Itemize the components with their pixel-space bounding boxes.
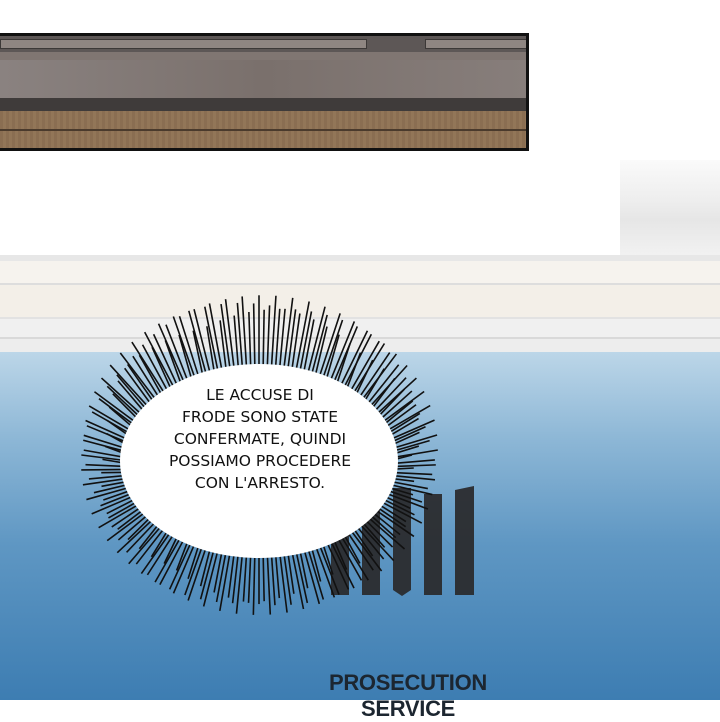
burst-ray <box>242 296 247 371</box>
burst-ray <box>253 551 255 615</box>
bubble-line: LE ACCUSE DI <box>150 384 370 406</box>
speech-bubble-burst <box>0 0 720 700</box>
speech-bubble-text: LE ACCUSE DI FRODE SONO STATE CONFERMATE… <box>150 384 370 494</box>
burst-ray <box>279 550 287 613</box>
burst-ray <box>275 550 279 598</box>
burst-ray <box>275 309 279 372</box>
burst-ray <box>263 310 264 371</box>
burst-ray <box>243 551 246 602</box>
burst-ray <box>249 551 251 603</box>
burst-ray <box>271 551 275 606</box>
burst-ray <box>101 378 145 418</box>
burst-ray <box>271 296 276 372</box>
burst-ray <box>267 551 270 615</box>
burst-ray <box>254 303 255 371</box>
burst-ray <box>249 312 251 371</box>
burst-ray <box>234 316 239 373</box>
burst-ray <box>287 309 295 373</box>
burst-ray <box>263 551 264 601</box>
burst-ray <box>267 305 269 371</box>
bubble-line: CONFERMATE, QUINDI <box>150 428 370 450</box>
bubble-line: CON L'ARRESTO. <box>150 472 370 494</box>
bubble-line: FRODE SONO STATE <box>150 406 370 428</box>
burst-ray <box>291 313 300 373</box>
burst-ray <box>318 541 339 594</box>
burst-ray <box>322 320 343 382</box>
bubble-line: POSSIAMO PROCEDERE <box>150 450 370 472</box>
burst-ray <box>226 299 235 372</box>
